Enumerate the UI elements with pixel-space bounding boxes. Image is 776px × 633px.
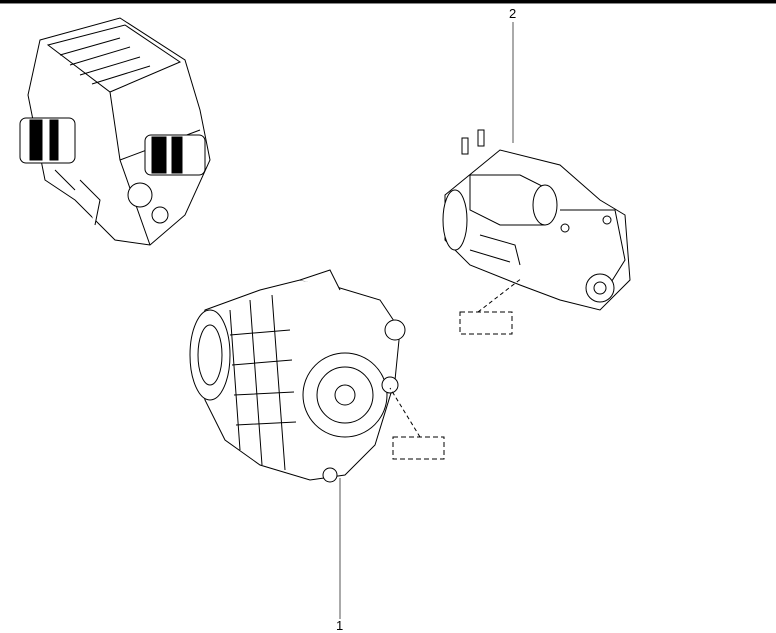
- top-border: [0, 0, 776, 3]
- top-border-shadow: [0, 3, 776, 4]
- starter-motor-illustration: [442, 129, 631, 311]
- engine-overview-illustration: [19, 17, 211, 246]
- dashed-reference-box-starter: [459, 311, 513, 335]
- dashed-leader-starter: [477, 277, 523, 313]
- callout-part-2: 2: [509, 6, 517, 21]
- alternator-illustration: [189, 269, 406, 483]
- dashed-reference-box-alternator: [392, 436, 445, 460]
- dashed-leader-alternator: [389, 387, 421, 438]
- callout-part-1: 1: [336, 618, 344, 633]
